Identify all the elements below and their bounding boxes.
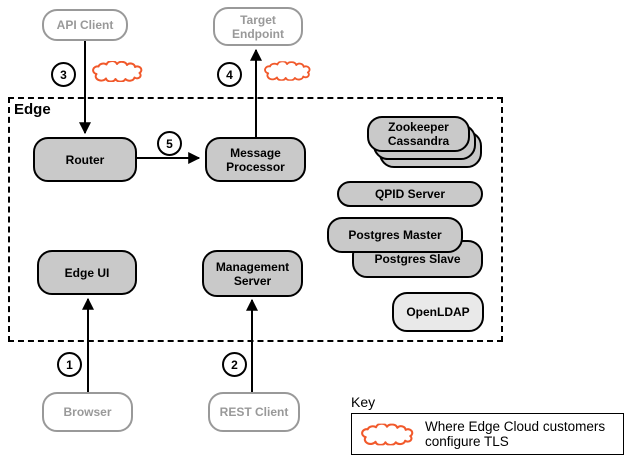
- tls-cloud-icon-target: [264, 61, 311, 81]
- node-rest-client-label: REST Client: [219, 405, 289, 419]
- node-message-processor-label-line1: Message: [230, 145, 281, 160]
- tls-cloud-icon-north: [92, 61, 143, 82]
- node-openldap: OpenLDAP: [392, 292, 484, 332]
- node-browser: Browser: [42, 392, 133, 432]
- node-qpid-server-label: QPID Server: [374, 187, 446, 201]
- node-postgres-master-label: Postgres Master: [348, 228, 442, 242]
- node-api-client: API Client: [42, 9, 128, 41]
- node-router-label: Router: [65, 152, 105, 167]
- tls-cloud-icon-legend: [361, 423, 414, 445]
- node-rest-client: REST Client: [208, 392, 300, 432]
- node-message-processor: Message Processor: [205, 137, 306, 182]
- step-circle-3: 3: [51, 62, 76, 87]
- step-1-number: 1: [66, 357, 73, 372]
- node-management-server-label-line2: Server: [233, 273, 272, 288]
- key-entry-line2: configure TLS: [425, 434, 509, 449]
- step-circle-5: 5: [157, 131, 182, 156]
- node-message-processor-label-line2: Processor: [226, 159, 285, 174]
- node-openldap-label: OpenLDAP: [406, 305, 470, 319]
- node-management-server-label-line1: Management: [215, 259, 290, 274]
- node-router: Router: [33, 137, 137, 182]
- node-cassandra-label: Cassandra: [387, 134, 450, 148]
- node-postgres-slave-label: Postgres Slave: [374, 252, 461, 266]
- step-circle-1: 1: [57, 352, 82, 377]
- node-target-endpoint-label-line1: Target: [240, 12, 276, 27]
- node-postgres-master: Postgres Master: [327, 217, 463, 253]
- node-qpid-server: QPID Server: [337, 181, 483, 207]
- key-box: Where Edge Cloud customers configure TLS: [351, 413, 624, 455]
- step-circle-2: 2: [222, 352, 247, 377]
- node-edge-ui: Edge UI: [37, 250, 137, 295]
- node-browser-label: Browser: [63, 405, 112, 419]
- node-zookeeper-label: Zookeeper: [388, 120, 449, 134]
- step-3-number: 3: [60, 67, 67, 82]
- node-management-server: Management Server: [202, 250, 303, 297]
- step-5-number: 5: [166, 136, 173, 151]
- step-2-number: 2: [231, 357, 238, 372]
- node-zookeeper-cassandra: Zookeeper Cassandra: [367, 116, 470, 152]
- node-edge-ui-label: Edge UI: [64, 265, 110, 280]
- node-target-endpoint: Target Endpoint: [213, 7, 303, 46]
- step-4-number: 4: [226, 67, 233, 82]
- key-entry-text: Where Edge Cloud customers configure TLS: [425, 419, 605, 449]
- edge-group-label: Edge: [14, 101, 51, 118]
- key-entry-line1: Where Edge Cloud customers: [425, 419, 606, 434]
- step-circle-4: 4: [217, 62, 242, 87]
- node-api-client-label: API Client: [56, 18, 114, 32]
- node-target-endpoint-label-line2: Endpoint: [232, 26, 284, 41]
- key-title: Key: [351, 394, 376, 410]
